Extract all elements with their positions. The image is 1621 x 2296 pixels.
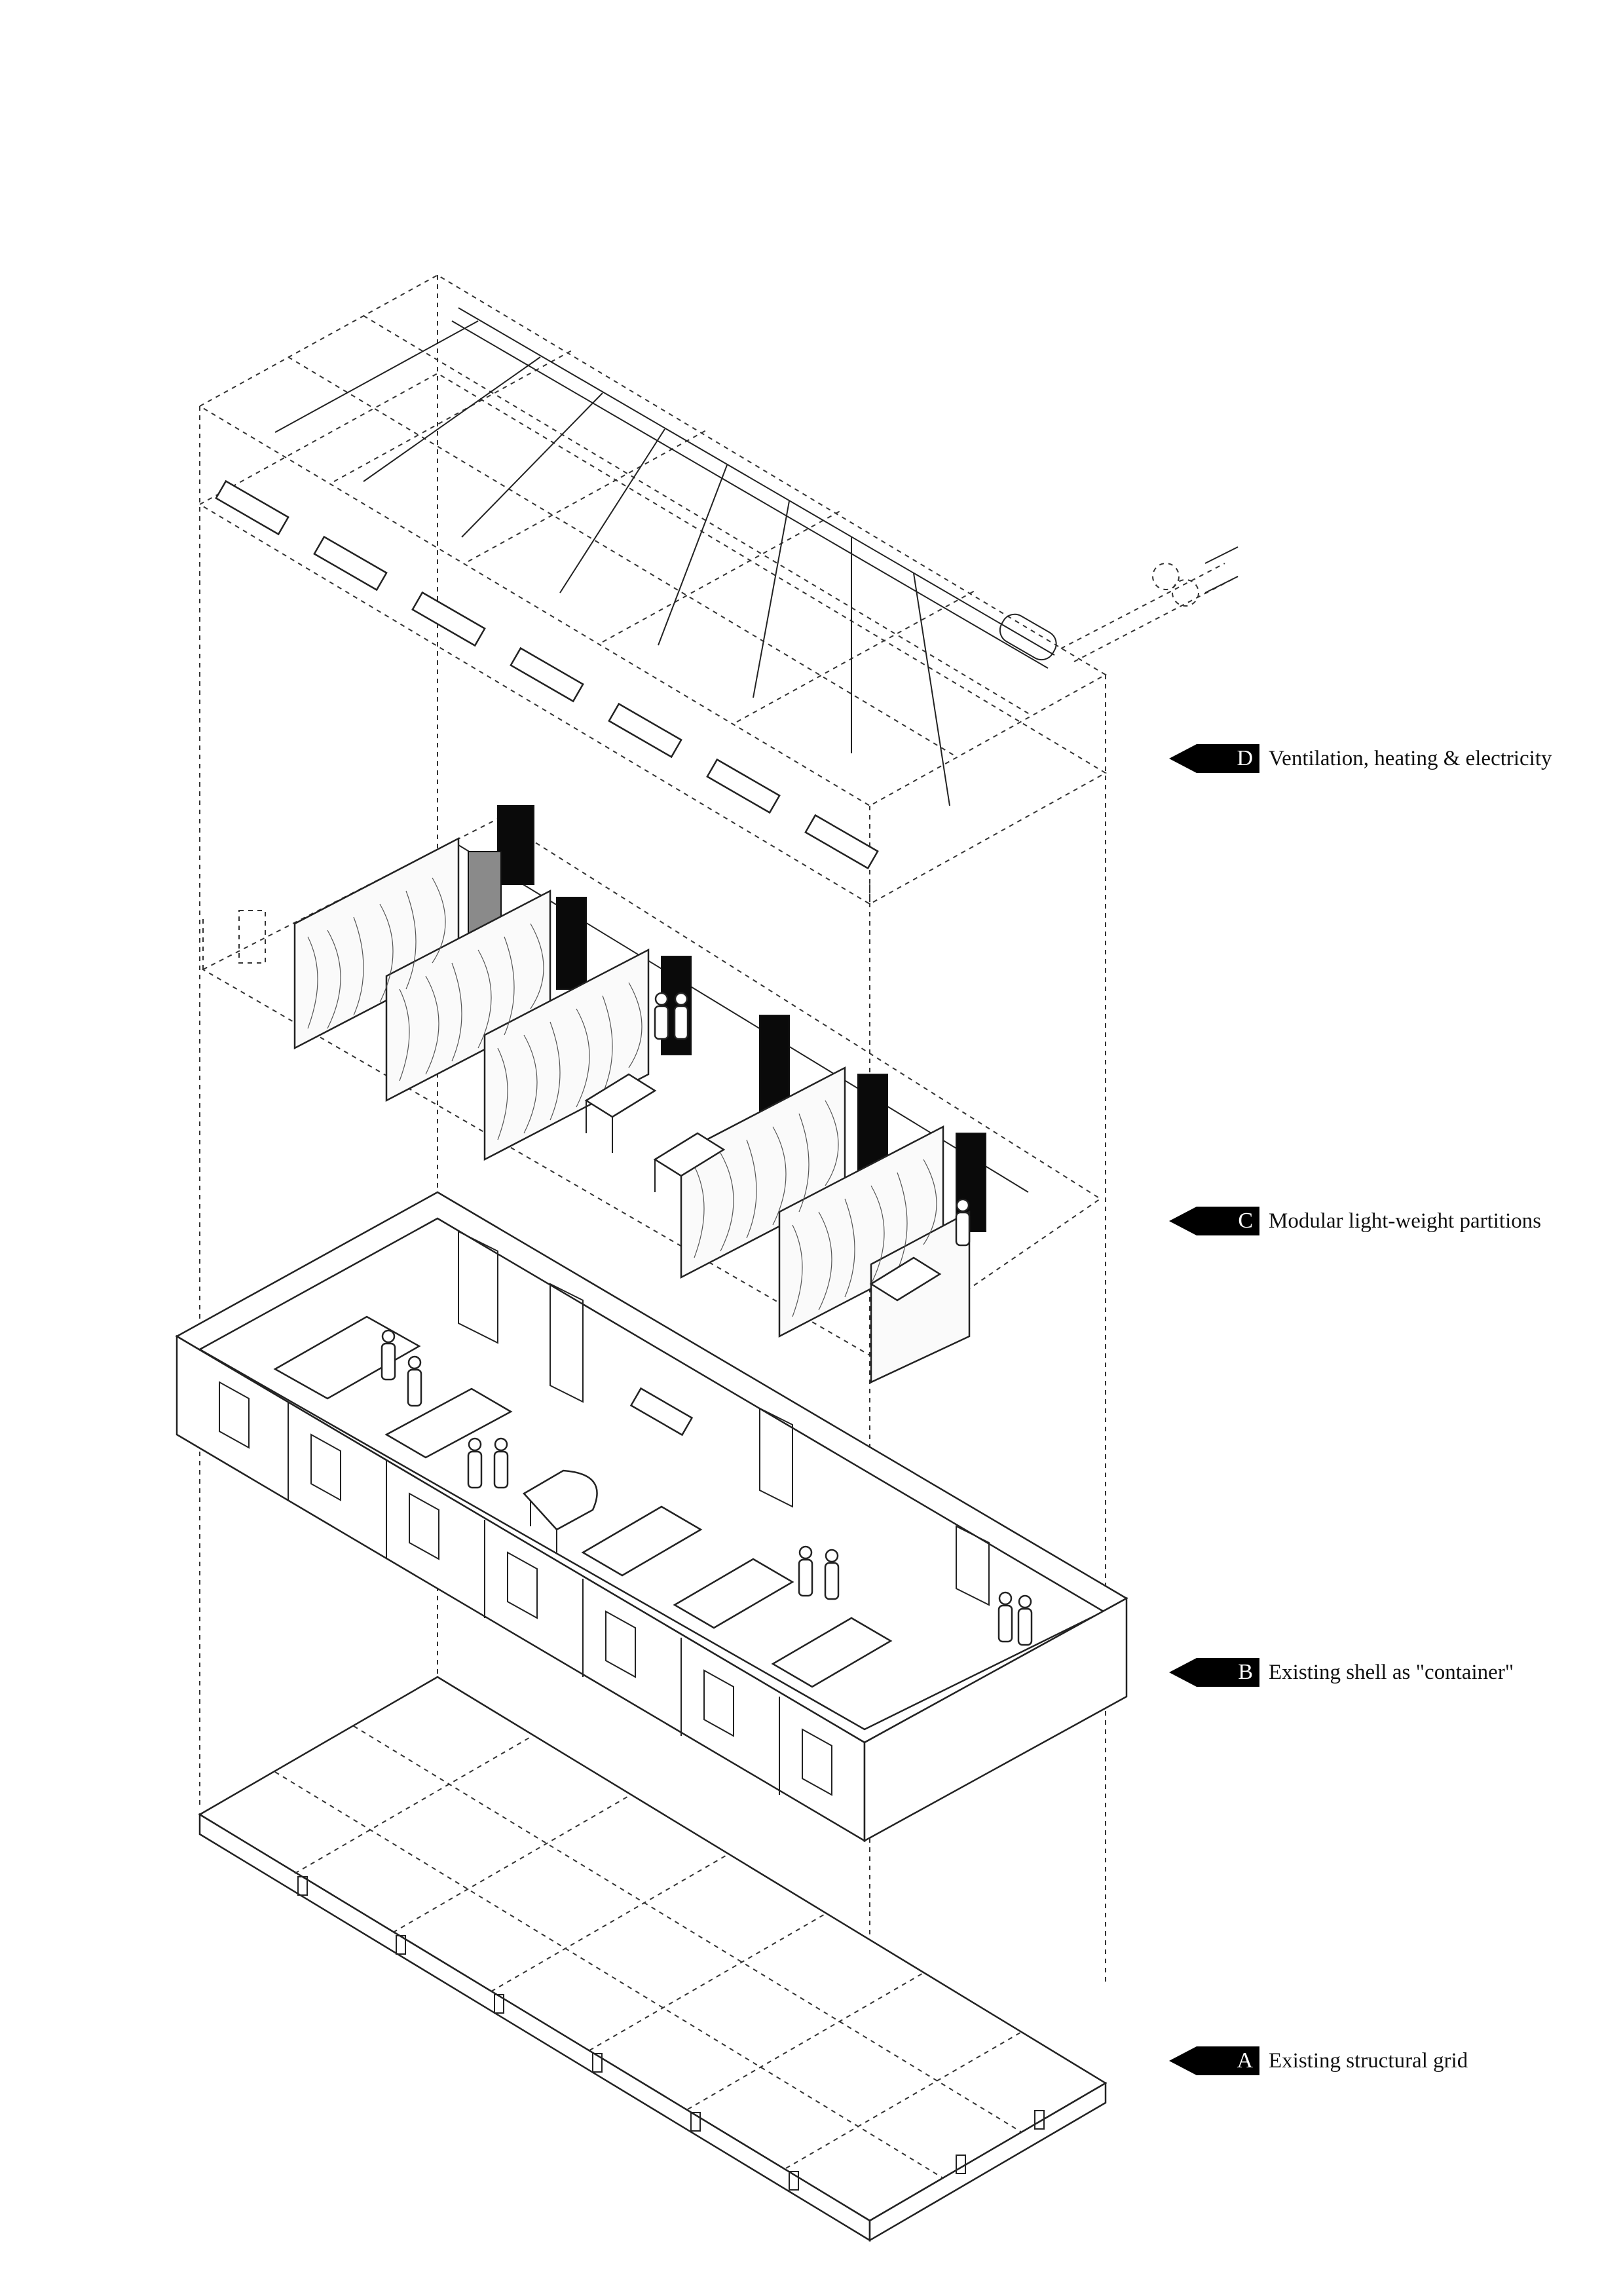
radiator-icon: [215, 480, 879, 870]
legend-item-d: D Ventilation, heating & electricity: [1169, 743, 1552, 774]
legend-label: Ventilation, heating & electricity: [1269, 746, 1552, 770]
layer-d-services: [198, 274, 1239, 905]
legend-label: Existing shell as "container": [1269, 1660, 1514, 1684]
legend-label: Existing structural grid: [1269, 2048, 1468, 2073]
person-icon: [381, 1329, 1033, 1646]
desk-icon: [273, 1315, 893, 1688]
piano-icon: [523, 1469, 598, 1553]
legend-item-a: A Existing structural grid: [1169, 2045, 1468, 2077]
layer-a-structural-grid: [198, 1676, 1108, 2242]
person-icon: [654, 992, 971, 1247]
layer-b-shell: [175, 1191, 1128, 1843]
arrow-tag-icon: C: [1169, 1207, 1259, 1235]
legend-letter: C: [1238, 1209, 1253, 1233]
arrow-tag-icon: B: [1169, 1658, 1259, 1687]
desk-icon: [584, 1073, 942, 1317]
arrow-tag-icon: A: [1169, 2046, 1259, 2075]
legend-item-c: C Modular light-weight partitions: [1169, 1205, 1541, 1237]
legend-letter: A: [1237, 2048, 1253, 2073]
legend-item-b: B Existing shell as "container": [1169, 1657, 1514, 1688]
legend-label: Modular light-weight partitions: [1269, 1209, 1542, 1233]
radiator-icon: [629, 1387, 694, 1437]
legend-letter: B: [1238, 1660, 1253, 1684]
arrow-tag-icon: D: [1169, 744, 1259, 773]
legend-letter: D: [1237, 746, 1253, 770]
layer-c-partitions: [201, 805, 1102, 1383]
